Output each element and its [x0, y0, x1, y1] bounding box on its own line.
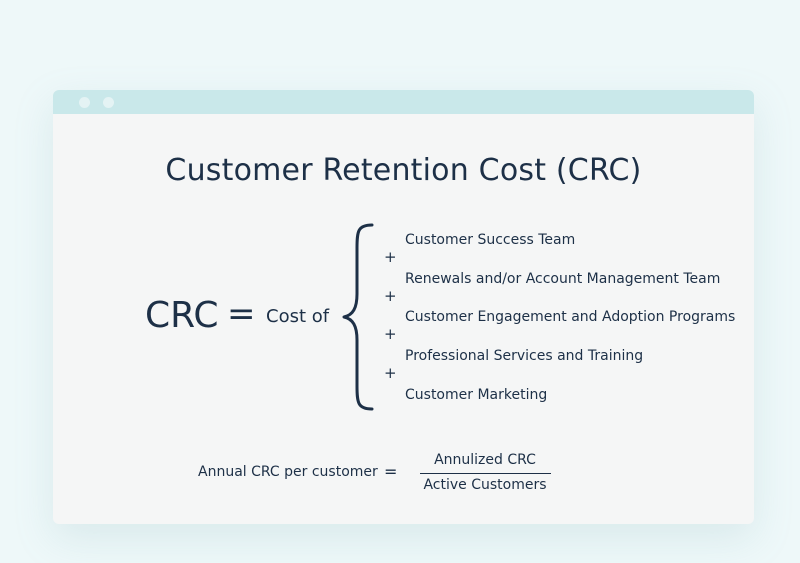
annual-formula-label: Annual CRC per customer	[198, 464, 378, 480]
browser-window: Customer Retention Cost (CRC) CRC = Cost…	[53, 90, 754, 524]
plus-sign: +	[384, 325, 397, 343]
formula-lhs: CRC	[145, 295, 219, 336]
plus-sign: +	[384, 248, 397, 266]
formula-cost-of: Cost of	[266, 306, 330, 327]
cost-item: Customer Marketing	[405, 387, 548, 403]
window-dot-icon	[79, 97, 90, 108]
page-title: Customer Retention Cost (CRC)	[165, 153, 642, 188]
cost-item: Customer Engagement and Adoption Program…	[405, 309, 736, 325]
cost-item: Customer Success Team	[405, 232, 576, 248]
fraction-denominator: Active Customers	[423, 477, 547, 493]
annual-formula-equals: =	[384, 462, 398, 481]
fraction-numerator: Annulized CRC	[434, 452, 536, 468]
formula-equals: =	[227, 294, 256, 334]
curly-brace-icon	[342, 223, 374, 411]
plus-sign: +	[384, 287, 397, 305]
plus-sign: +	[384, 364, 397, 382]
window-titlebar	[53, 90, 754, 114]
fraction-line	[420, 473, 551, 474]
cost-item: Professional Services and Training	[405, 348, 644, 364]
window-dot-icon	[103, 97, 114, 108]
cost-item: Renewals and/or Account Management Team	[405, 271, 721, 287]
